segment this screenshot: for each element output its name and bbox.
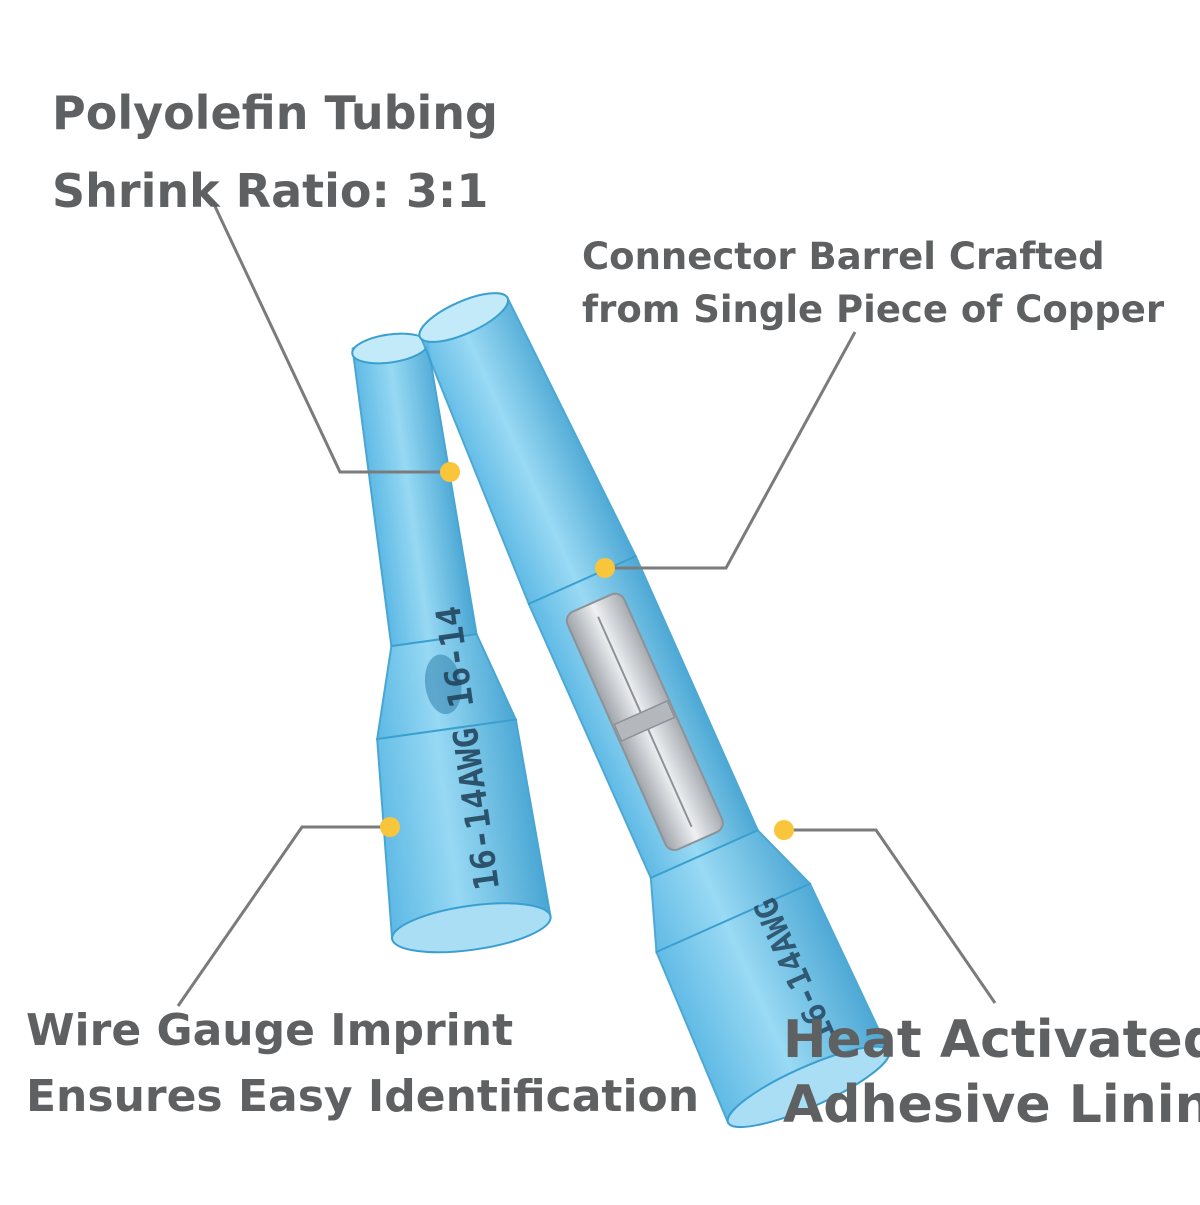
- callout-gauge-line-1: Wire Gauge Imprint: [26, 1005, 514, 1056]
- callout-adhesive-line-1: Heat Activated: [783, 1010, 1200, 1070]
- callout-dot-gauge: [380, 817, 400, 837]
- leader-line-tubing: [210, 199, 450, 474]
- leader-line-barrel: [605, 331, 857, 570]
- left-tube-inner-hole: [424, 654, 462, 715]
- callout-tubing-line-2: Shrink Ratio: 3:1: [52, 164, 489, 218]
- callout-heat-activated-adhesive: Heat Activated Adhesive Lining: [783, 1008, 1200, 1138]
- callout-barrel-line-1: Connector Barrel Crafted: [582, 235, 1105, 278]
- callout-dot-barrel: [595, 558, 615, 578]
- leader-line-adhesive: [784, 828, 997, 1004]
- callout-wire-gauge-imprint: Wire Gauge Imprint Ensures Easy Identifi…: [26, 998, 699, 1130]
- left-tube-bottom-opening: [391, 902, 552, 954]
- callout-polyolefin-tubing: Polyolefin Tubing Shrink Ratio: 3:1: [52, 74, 498, 230]
- callout-barrel-line-2: from Single Piece of Copper: [582, 288, 1165, 331]
- copper-barrel-crimp: [613, 699, 676, 742]
- callout-connector-barrel: Connector Barrel Crafted from Single Pie…: [582, 230, 1164, 336]
- right-heat-shrink-tube: 16-14AWG: [418, 292, 891, 1129]
- right-tube-top-opening: [418, 292, 510, 343]
- callout-adhesive-line-2: Adhesive Lining: [783, 1075, 1200, 1135]
- callout-dot-tubing: [440, 462, 460, 482]
- leader-line-gauge: [176, 825, 390, 1007]
- callout-gauge-line-2: Ensures Easy Identification: [26, 1071, 700, 1122]
- callout-tubing-line-1: Polyolefin Tubing: [52, 86, 498, 140]
- callout-dot-adhesive: [774, 820, 794, 840]
- right-tube-bottom-opening: [726, 1045, 891, 1129]
